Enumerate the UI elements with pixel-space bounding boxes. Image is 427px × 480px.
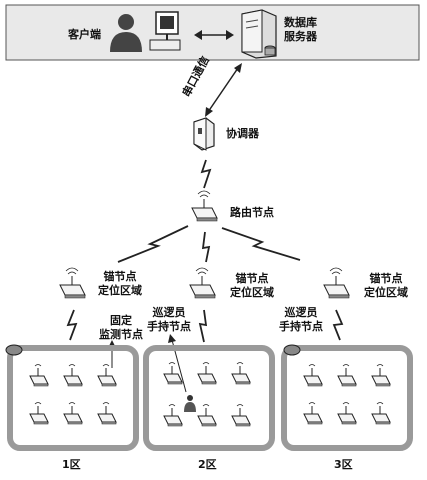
wireless-link-icon — [200, 159, 212, 189]
anchor-label-2-line2: 定位区域 — [230, 286, 274, 299]
wireless-link-icon — [66, 309, 344, 343]
anchor-label-2-line1: 锚节点 — [235, 272, 269, 285]
anchor-label-3-line2: 定位区域 — [364, 286, 408, 299]
serial-link-arrow — [205, 63, 242, 117]
wireless-link-icon — [117, 225, 301, 263]
sensor-node-icon — [303, 364, 391, 425]
anchor-node-icon — [189, 267, 216, 299]
router-label: 路由节点 — [230, 206, 274, 219]
camera-icon — [5, 344, 301, 356]
anchor-label-3-line1: 锚节点 — [369, 272, 403, 285]
zone-3-box — [281, 345, 413, 451]
patrol-node-label-1-line1: 巡逻员 — [152, 306, 186, 319]
zone-2-box — [143, 345, 275, 451]
patrol-node-label-2-line2: 手持节点 — [279, 320, 323, 333]
fixed-node-label-line1: 固定 — [110, 314, 132, 327]
patrol-person-icon — [184, 395, 196, 412]
coordinator-device-icon — [193, 117, 215, 151]
server-icon — [241, 9, 277, 59]
fixed-node-label-line2: 监测节点 — [99, 328, 143, 341]
patrol-node-label-1-line2: 手持节点 — [147, 320, 191, 333]
anchor-node-icon — [59, 267, 86, 299]
db-label-line2: 服务器 — [284, 30, 317, 43]
db-label-line1: 数据库 — [284, 16, 317, 29]
client-label: 客户端 — [68, 28, 101, 41]
computer-icon — [149, 11, 181, 51]
patrol-node-label-2-line1: 巡逻员 — [284, 306, 318, 319]
zone-2-label: 2区 — [198, 458, 217, 471]
double-arrow-icon — [194, 30, 234, 40]
sensor-node-icon — [163, 362, 251, 427]
anchor-node-icon — [323, 267, 350, 299]
router-node-icon — [191, 190, 218, 222]
zone-1-label: 1区 — [62, 458, 81, 471]
sensor-node-icon — [29, 364, 117, 425]
user-icon — [110, 14, 142, 52]
zone-3-label: 3区 — [334, 458, 353, 471]
zone-1-box — [7, 345, 139, 451]
fixed-node-pointer — [108, 340, 116, 368]
coordinator-label: 协调器 — [226, 127, 259, 140]
anchor-label-1-line1: 锚节点 — [103, 270, 137, 283]
top-system-box — [5, 4, 420, 61]
anchor-label-1-line2: 定位区域 — [98, 284, 142, 297]
